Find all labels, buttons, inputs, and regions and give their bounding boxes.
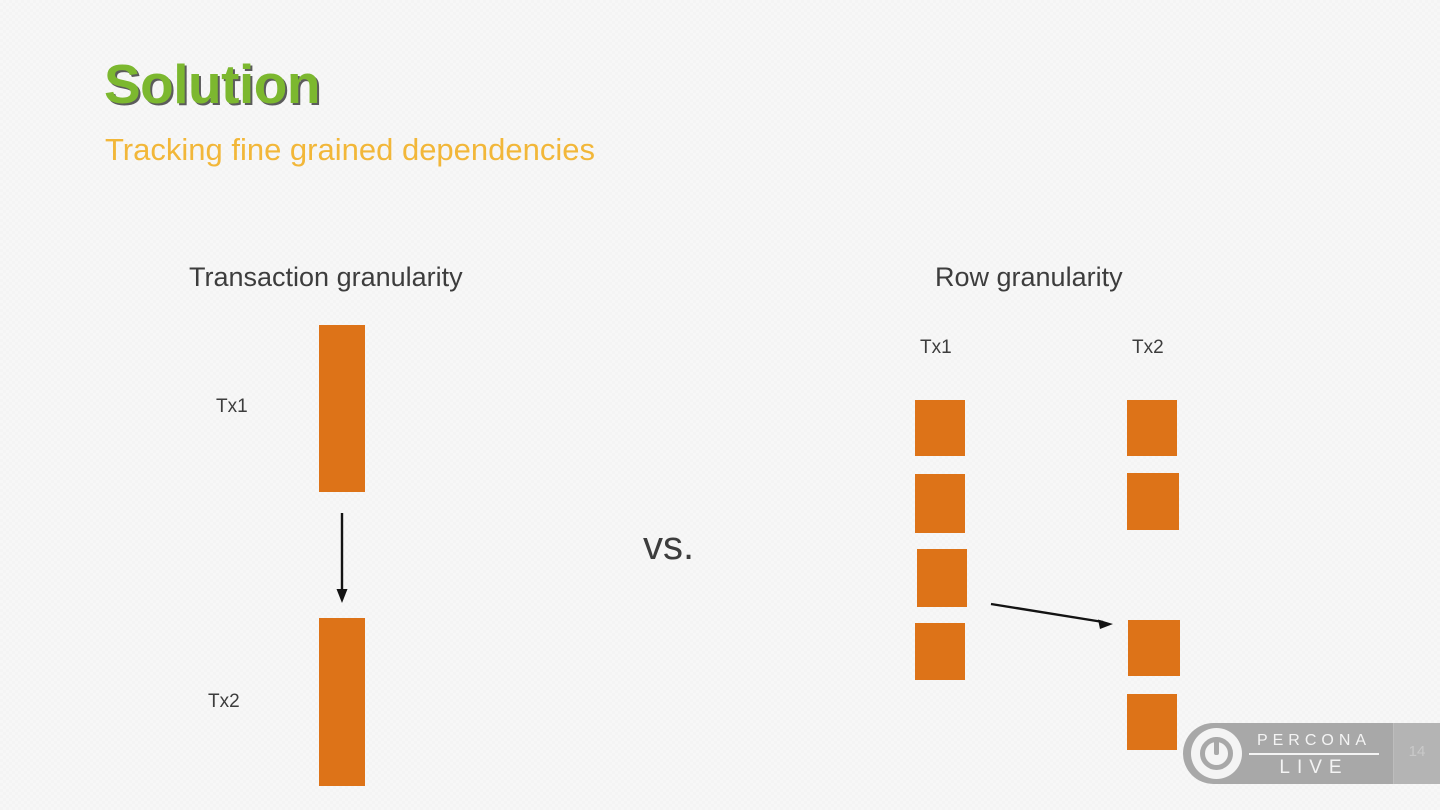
row-dependency-arrow <box>990 602 1113 629</box>
row-block-tx2-1 <box>1127 400 1177 456</box>
power-button-icon <box>1191 728 1242 779</box>
row-column-tx1-label: Tx1 <box>920 337 952 358</box>
row-block-tx2-4 <box>1127 694 1177 750</box>
left-panel-heading: Transaction granularity <box>189 262 463 292</box>
percona-live-logo: PERCONA LIVE 14 <box>1183 723 1440 784</box>
transaction-bar-tx2 <box>319 618 365 786</box>
page-title: Solution <box>104 53 320 115</box>
power-icon-bar <box>1214 737 1219 755</box>
row-block-tx2-3 <box>1128 620 1180 676</box>
transaction-bar-tx2-label: Tx2 <box>208 691 240 712</box>
row-block-tx1-2 <box>915 474 965 533</box>
transaction-bar-tx1 <box>319 325 365 492</box>
logo-wordmark: PERCONA LIVE <box>1249 731 1379 780</box>
page-number: 14 <box>1408 743 1426 760</box>
page-number-panel: 14 <box>1393 723 1440 784</box>
row-column-tx2-label: Tx2 <box>1132 337 1164 358</box>
transaction-bar-tx1-label: Tx1 <box>216 396 248 417</box>
row-block-tx1-3 <box>917 549 967 607</box>
right-panel-heading: Row granularity <box>935 262 1123 292</box>
logo-brand-percona: PERCONA <box>1249 731 1379 755</box>
row-block-tx1-1 <box>915 400 965 456</box>
row-block-tx1-4 <box>915 623 965 680</box>
page-subtitle: Tracking fine grained dependencies <box>105 132 596 167</box>
transaction-dependency-arrow <box>336 513 348 603</box>
logo-brand-live: LIVE <box>1279 757 1349 778</box>
comparison-separator: vs. <box>643 524 695 568</box>
row-block-tx2-2 <box>1127 473 1179 530</box>
